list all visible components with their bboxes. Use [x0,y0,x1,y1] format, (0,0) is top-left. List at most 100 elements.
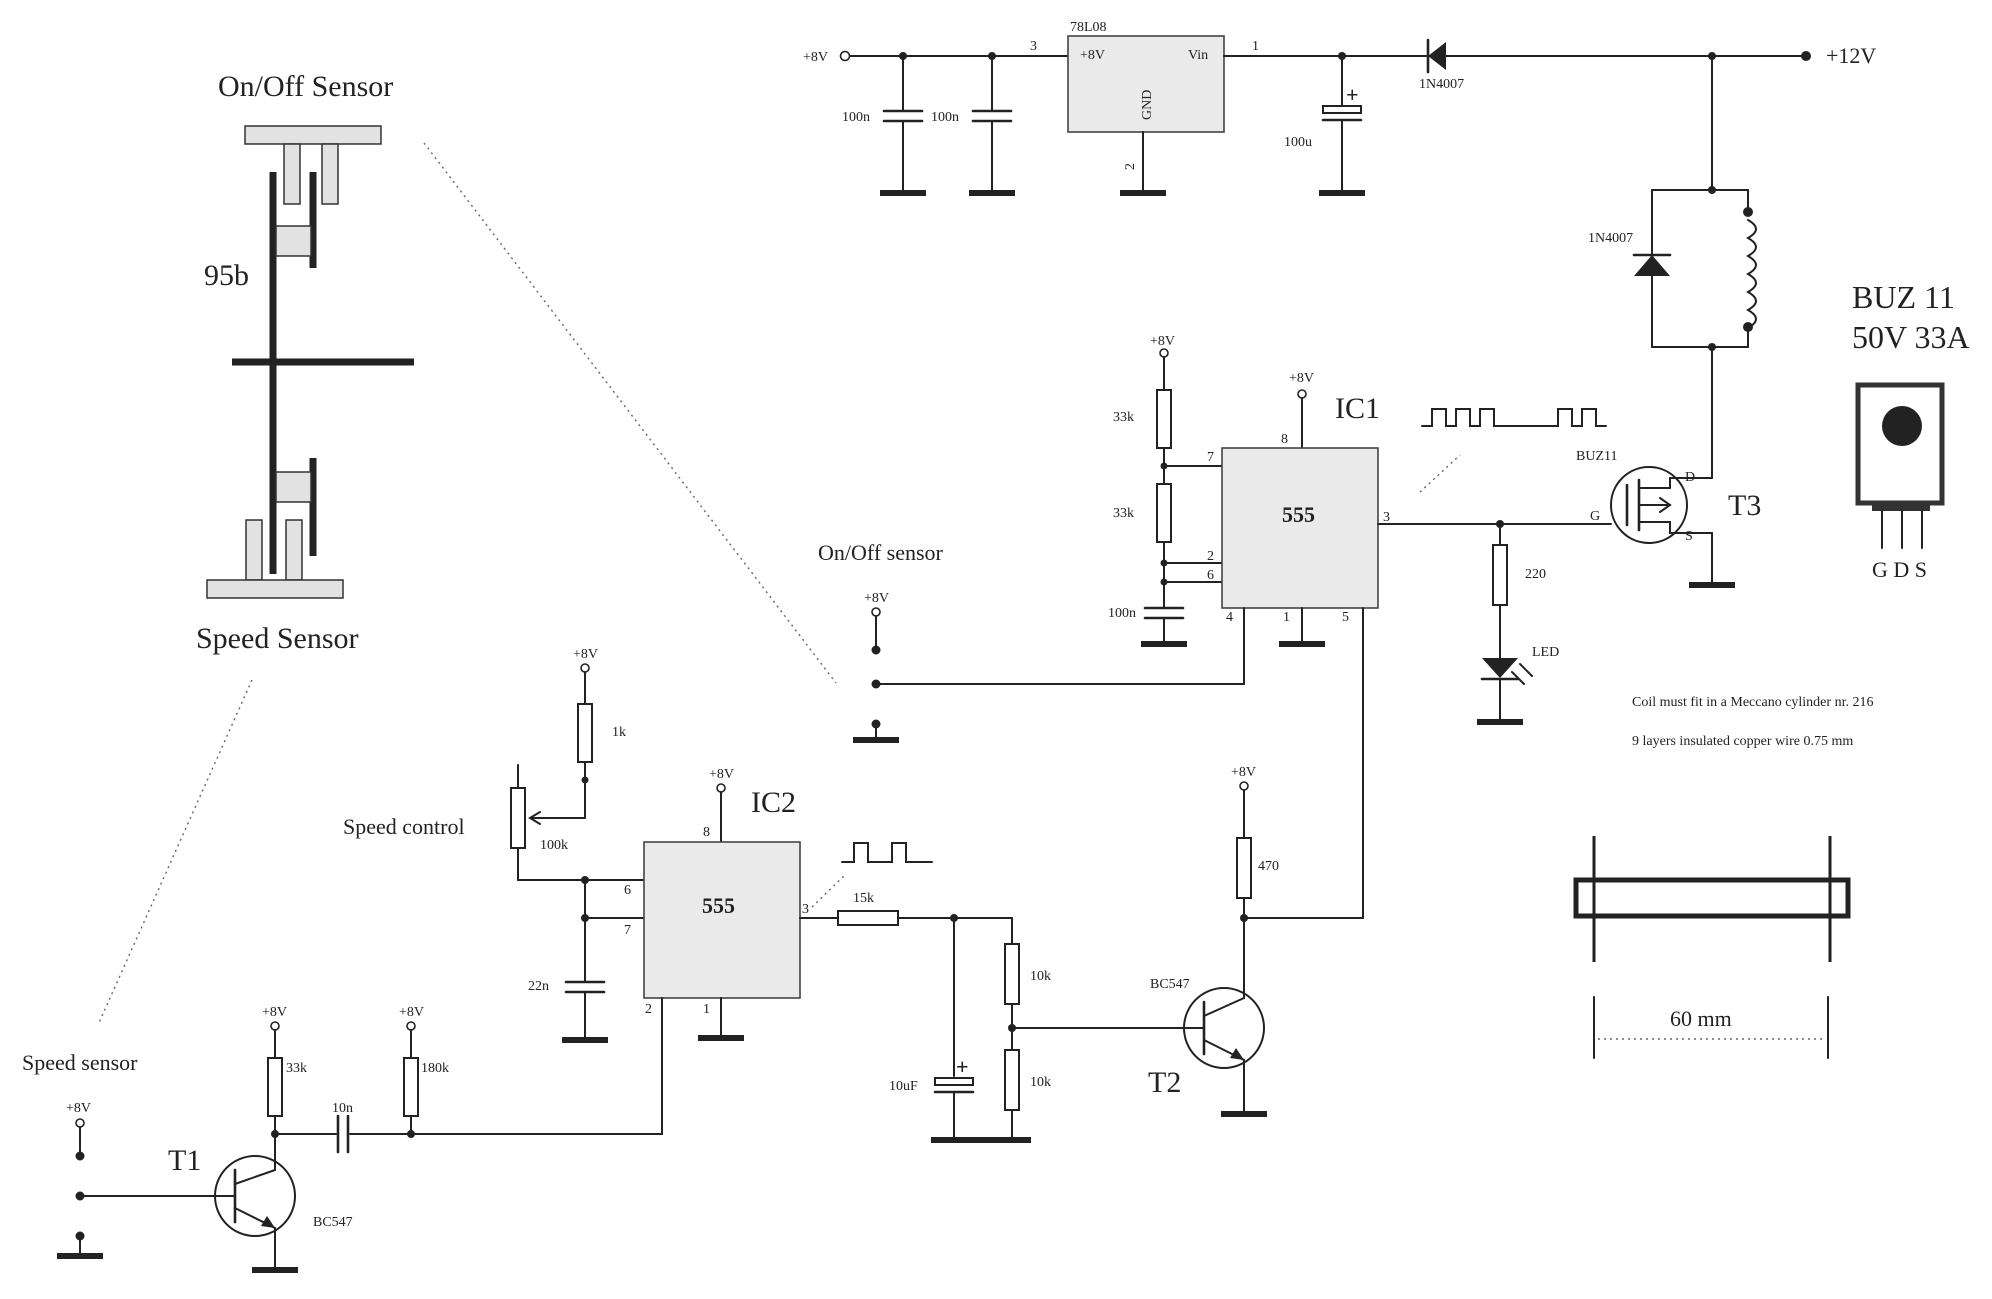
ic2-r-label: 1k [612,725,626,740]
t2-vcc: +8V [1231,765,1256,780]
ic2-r15k [837,910,899,926]
ic2-pin8: 8 [703,825,710,840]
coil-cylinder-drawing [1573,877,1851,919]
ic2-name: IC2 [751,786,796,819]
t2-name: T2 [1148,1066,1181,1099]
speed-sensor-vcc: +8V [66,1101,91,1116]
t1-r-label: 33k [286,1061,307,1076]
wiper-arrow [528,811,541,825]
polarity-plus: + [956,1054,969,1079]
c3-label: 100u [1284,135,1312,150]
t2-r-label: 470 [1258,859,1279,874]
ic1-pulse-waveform [1421,408,1607,427]
ic2-pin2: 2 [645,1002,652,1017]
speed-sensor-magnet [275,471,312,503]
t1-vcc-a: +8V [262,1005,287,1020]
collector [1203,997,1245,1017]
speed-sensor-finger-left [245,519,263,581]
t1-r33k [267,1057,283,1117]
ic1-r2 [1156,483,1172,543]
junction [581,776,589,784]
t2-section: +8V 470 BC547 T2 [1148,765,1364,1117]
contact [75,1191,85,1201]
in-8v-label: +8V [803,50,828,65]
divider-r1-label: 10k [1030,969,1051,984]
leader-line [1419,454,1461,493]
ic2-r-vcc: +8V [573,647,598,662]
regulator-gnd: GND [1140,90,1155,120]
ic2-vcc: +8V [709,767,734,782]
buz-mounting-hole [1882,406,1922,446]
t1-r180k [403,1057,419,1117]
ic1-pin4: 4 [1226,610,1233,625]
onoff-sensor-top-plate [244,125,382,145]
vcc-terminal [1239,781,1249,791]
onoff-input-vcc: +8V [864,591,889,606]
t3-label: T3 [1728,489,1761,522]
cap-plate [934,1077,974,1086]
junction [1743,207,1753,217]
led-resistor-label: 220 [1525,567,1546,582]
part-95b-label: 95b [204,259,249,292]
t2-r470 [1236,837,1252,899]
ic2-pin3: 3 [802,902,809,917]
ic1-pin8: 8 [1281,432,1288,447]
t1-name: T1 [168,1144,201,1177]
input-diode-label: 1N4007 [1419,77,1464,92]
fet-pin-d: D [1685,470,1695,485]
vcc-terminal [75,1118,85,1128]
ic1-pin3: 3 [1383,510,1390,525]
buz-title-1: BUZ 11 [1852,279,1955,315]
arrow [1659,497,1672,513]
onoff-input: On/Off sensor +8V [818,540,1245,743]
vcc-terminal [1297,389,1307,399]
contact [871,645,881,655]
t1-section: +8V 33k 10n +8V 180k BC547 T1 Speed sens… [22,1005,449,1273]
speed-sensor-title: Speed Sensor [196,622,358,655]
ic2-r-out-label: 15k [853,891,874,906]
cap-plate [1322,105,1362,114]
input-diode [1428,42,1446,70]
divider-r2 [1004,1049,1020,1111]
solenoid-coil [1745,219,1757,329]
t1-part: BC547 [313,1215,353,1230]
speed-leader-line [97,679,253,1026]
pot-label: 100k [540,838,568,853]
fet-pin-s: S [1685,529,1693,544]
vcc-terminal [1159,348,1169,358]
ic1-chip [1221,447,1379,609]
speed-potentiometer[interactable] [510,787,526,849]
fet-label: BUZ11 [1576,449,1617,464]
regulator-pin2: 2 [1123,163,1138,170]
ic1-r2-label: 33k [1113,506,1134,521]
onoff-sensor-finger-right [321,143,339,205]
t2-part: BC547 [1150,977,1190,992]
regulator-pin-in: Vin [1188,48,1208,63]
emitter-arrow [1230,1048,1244,1060]
buz-title-2: 50V 33A [1852,319,1970,355]
t1-vcc-b: +8V [399,1005,424,1020]
fet-pin-g: G [1590,509,1600,524]
speed-sensor-input-label: Speed sensor [22,1050,138,1075]
ic1-pin5: 5 [1342,610,1349,625]
coil-notes: Coil must fit in a Meccano cylinder nr. … [1573,695,1873,1059]
coil-diode [1634,255,1670,276]
mosfet-t3 [1610,466,1688,544]
vcc-terminal [270,1021,280,1031]
ic1-name: IC1 [1335,392,1380,425]
ic1-chip-label: 555 [1282,502,1315,527]
emitter-arrow [261,1216,275,1228]
plus12-terminal [1801,51,1811,61]
note-line-1: Coil must fit in a Meccano cylinder nr. … [1632,695,1873,710]
ic1-vcc: +8V [1289,371,1314,386]
onoff-input-label: On/Off sensor [818,540,944,565]
vcc-terminal [406,1021,416,1031]
ic2-chip-label: 555 [702,893,735,918]
leader-line [811,873,847,908]
divider-r1 [1004,943,1020,1005]
vcc-terminal [580,663,590,673]
light-ray [1511,671,1525,685]
ic2-pin7: 7 [624,923,631,938]
vcc-terminal [716,783,726,793]
